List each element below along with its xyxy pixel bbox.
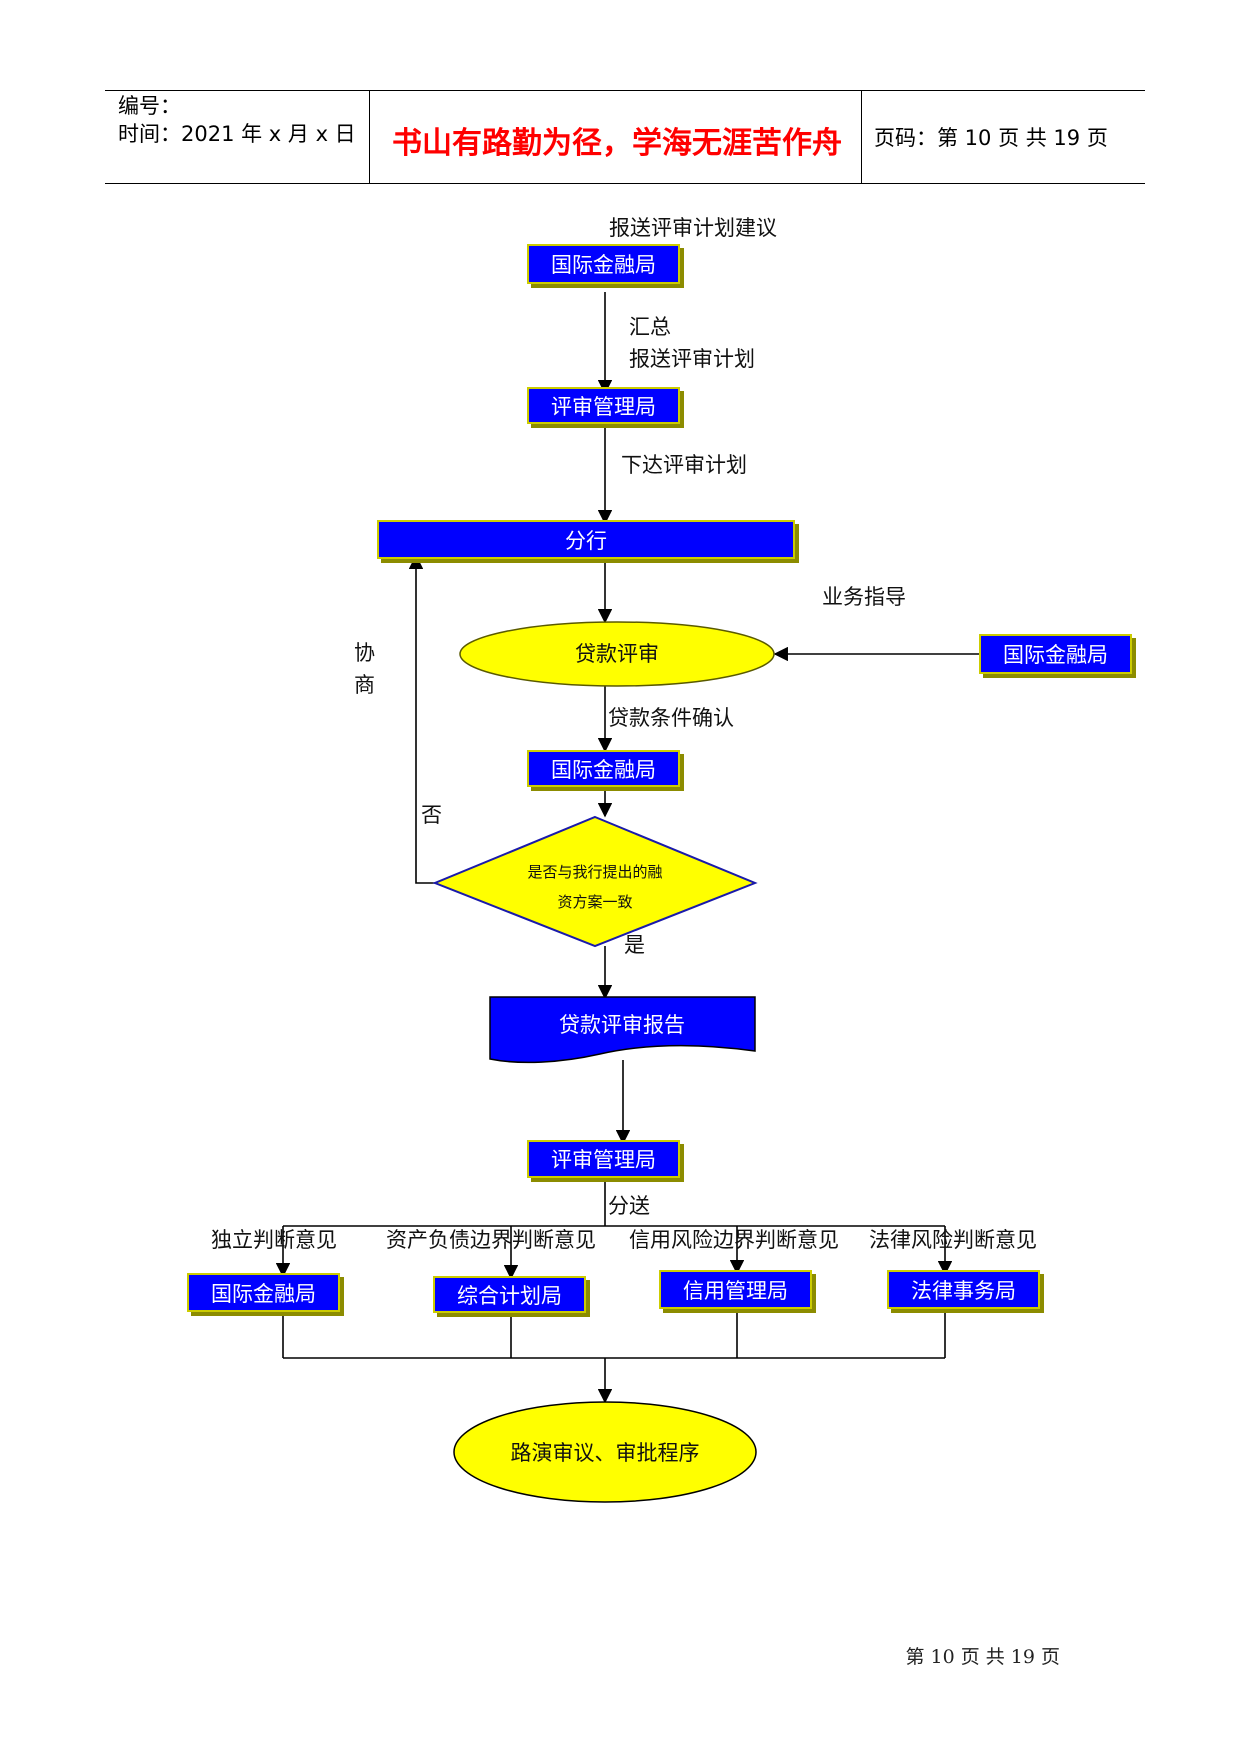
label-issue-plan: 下达评审计划	[621, 453, 747, 477]
decision-diamond-line2: 资方案一致	[557, 893, 632, 911]
box-credit-mgmt: 信用管理局	[659, 1270, 812, 1309]
ellipse-loan-review-label: 贷款评审	[575, 642, 659, 666]
ellipse-loan-review	[459, 621, 775, 687]
header-divider-right	[861, 90, 862, 184]
label-negotiate-2: 商	[354, 673, 375, 697]
label-business-guidance: 业务指导	[822, 585, 906, 609]
box-intl-finance-1: 国际金融局	[527, 244, 680, 284]
opinion-legal-risk: 法律风险判断意见	[869, 1228, 1037, 1252]
header-top-rule	[105, 90, 1145, 91]
label-submit-plan: 报送评审计划	[629, 347, 755, 371]
label-summarize: 汇总	[629, 315, 671, 339]
document-loan-report	[489, 996, 756, 1064]
box-intl-finance-2: 国际金融局	[527, 750, 680, 787]
box-intl-finance-3: 国际金融局	[187, 1273, 340, 1312]
label-no: 否	[421, 803, 442, 827]
ellipse-roadshow	[453, 1401, 757, 1503]
box-planning: 综合计划局	[433, 1276, 586, 1313]
opinion-asset-liability: 资产负债边界判断意见	[386, 1228, 596, 1252]
decision-diamond	[432, 815, 758, 948]
box-review-mgmt-2: 评审管理局	[527, 1140, 680, 1178]
label-submit-suggestion: 报送评审计划建议	[609, 216, 777, 240]
label-distribute: 分送	[608, 1194, 650, 1218]
document-loan-report-label: 贷款评审报告	[559, 1013, 685, 1037]
header-serial: 编号：	[118, 94, 181, 118]
box-legal-affairs: 法律事务局	[887, 1270, 1040, 1309]
header-page-number: 页码：第 10 页 共 19 页	[874, 126, 1108, 150]
box-intl-finance-right: 国际金融局	[979, 634, 1132, 674]
label-negotiate-1: 协	[354, 641, 375, 665]
label-yes: 是	[624, 933, 645, 957]
label-loan-conditions: 贷款条件确认	[608, 706, 734, 730]
ellipse-roadshow-label: 路演审议、审批程序	[511, 1441, 700, 1465]
header-time: 时间：2021 年 x 月 x 日	[118, 122, 356, 146]
box-branch: 分行	[377, 520, 795, 559]
box-review-mgmt-1: 评审管理局	[527, 387, 680, 424]
decision-diamond-line1: 是否与我行提出的融	[527, 863, 662, 881]
header-bottom-rule	[105, 183, 1145, 184]
opinion-independent: 独立判断意见	[211, 1228, 337, 1252]
footer-page-number: 第 10 页 共 19 页	[905, 1646, 1060, 1668]
header-motto: 书山有路勤为径，学海无涯苦作舟	[392, 126, 842, 161]
opinion-credit-risk: 信用风险边界判断意见	[629, 1228, 839, 1252]
header-divider-left	[369, 90, 370, 184]
arrow-negotiate-back-to-branch	[408, 554, 435, 884]
